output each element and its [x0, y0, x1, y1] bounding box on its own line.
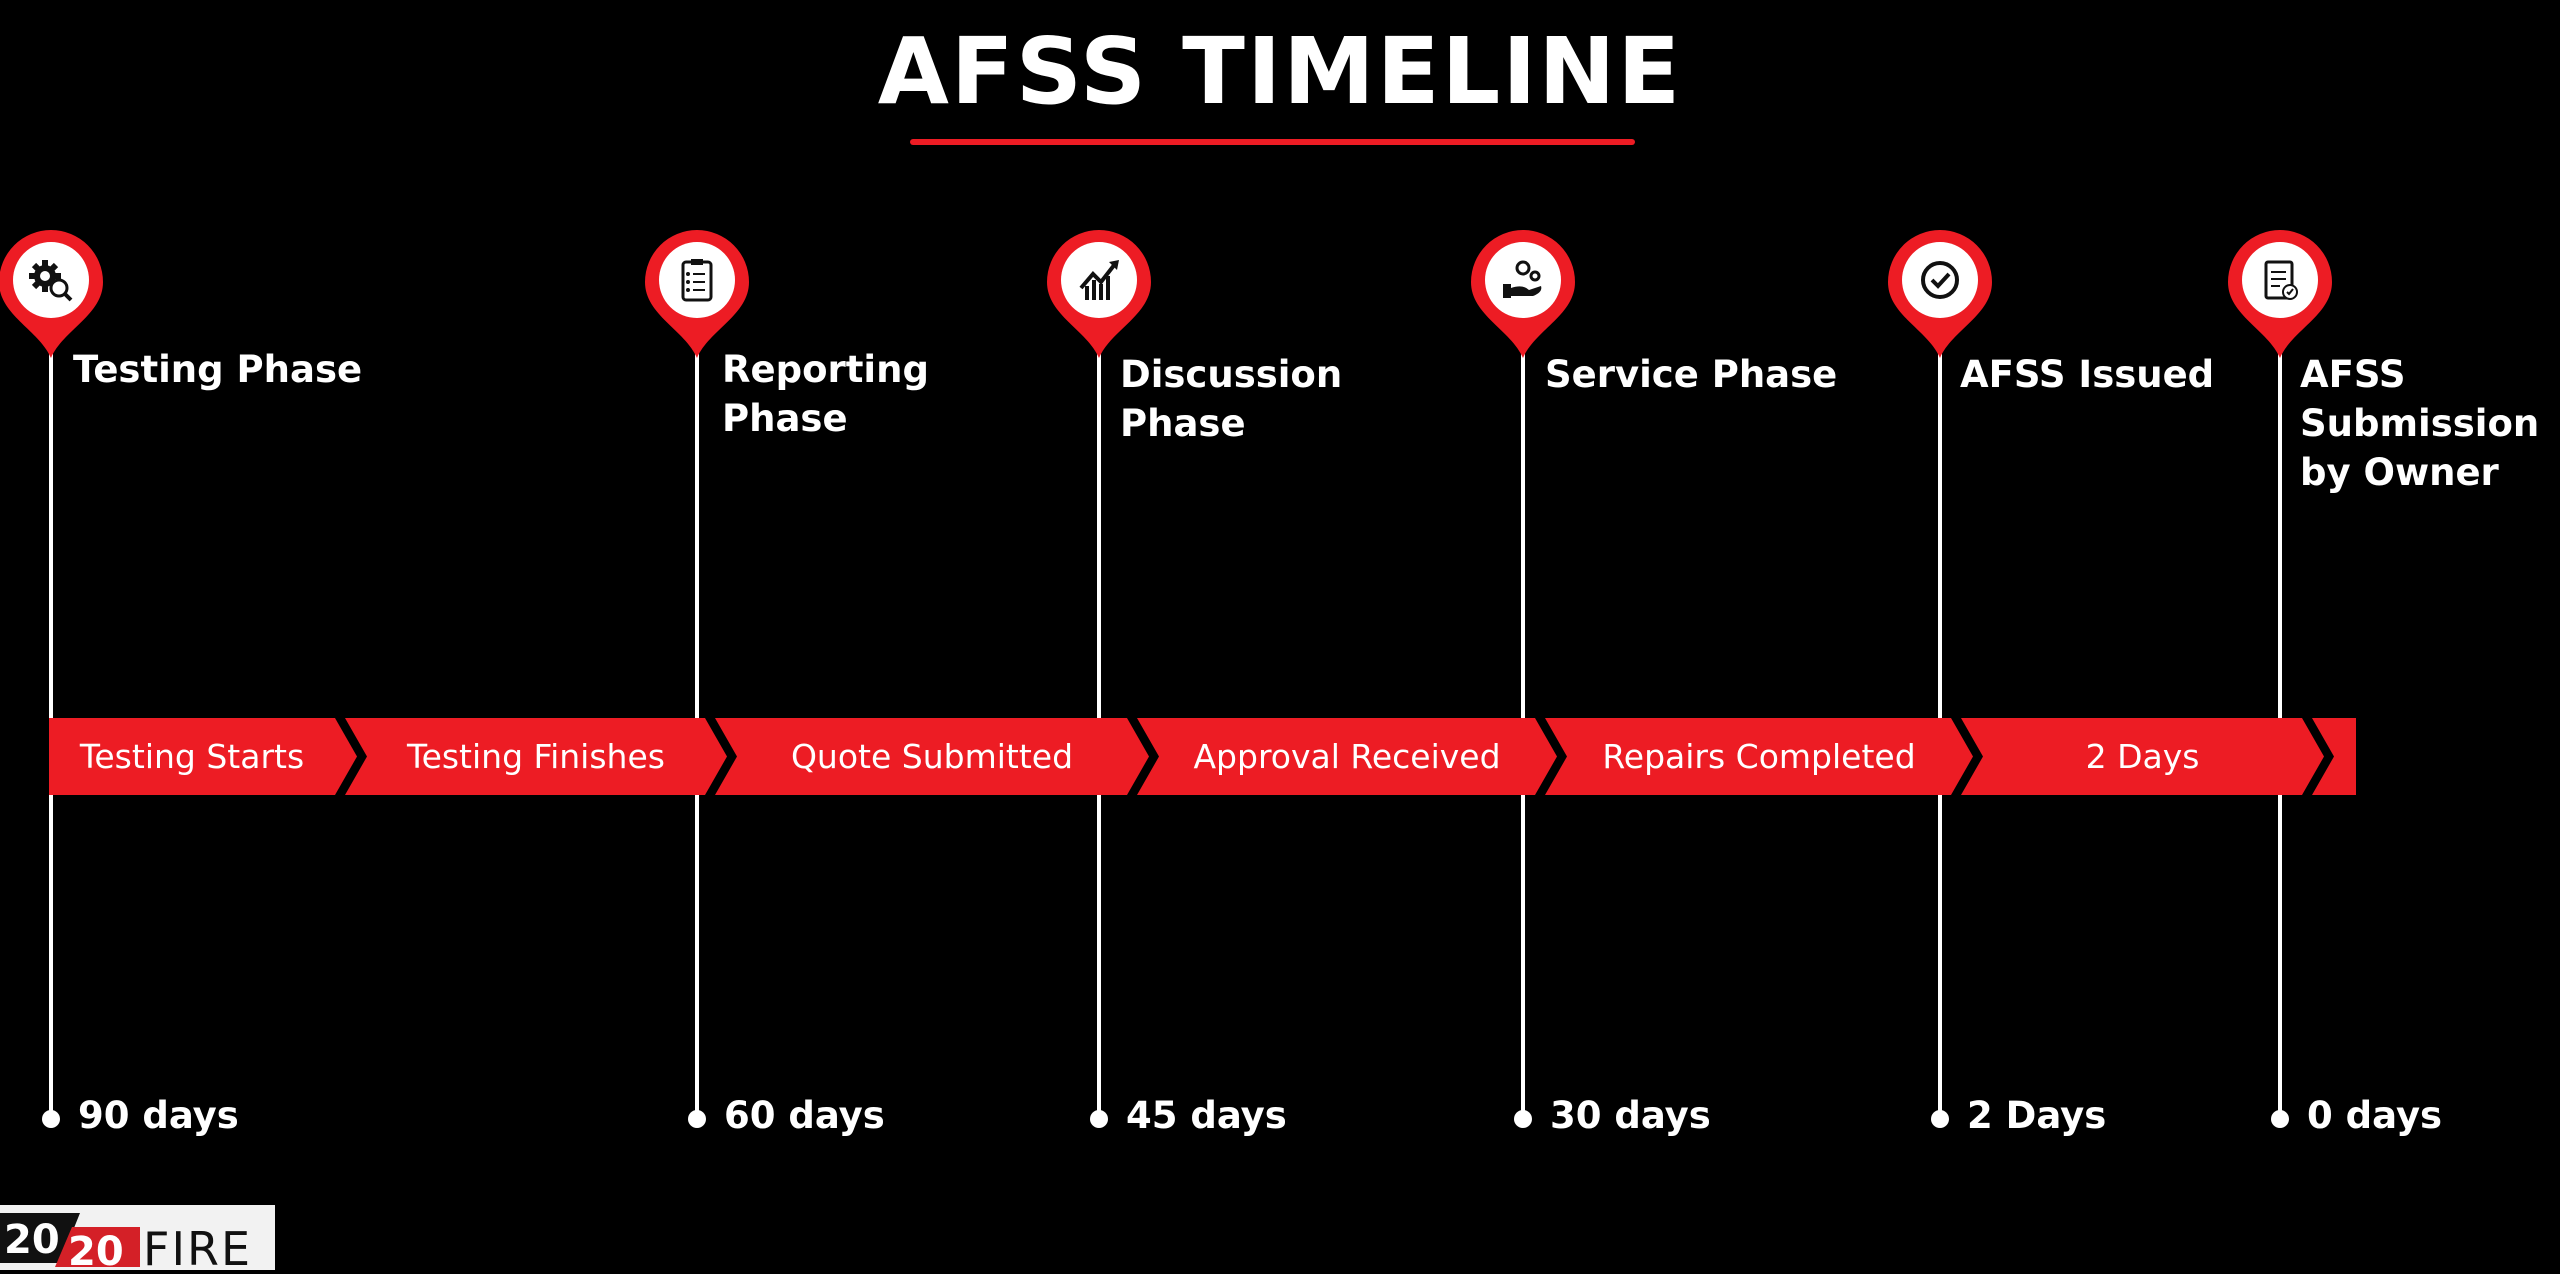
clipboard-checklist-icon — [681, 259, 713, 302]
milestone-label: Discussion Phase — [1120, 353, 1343, 445]
milestone-pin — [1047, 230, 1151, 360]
milestone-pin — [1471, 230, 1575, 360]
timeline-step: Quote Submitted — [715, 718, 1149, 795]
milestone-pin — [2228, 230, 2332, 360]
check-circle-icon — [1921, 261, 1959, 299]
timeline-step: Repairs Completed — [1545, 718, 1973, 795]
milestone-pin — [645, 230, 749, 360]
milestone-dot — [688, 1110, 706, 1128]
timeline-step: Testing Finishes — [345, 718, 727, 795]
milestone-days: 60 days — [724, 1094, 885, 1137]
timeline-step: 2 Days — [1961, 718, 2324, 795]
milestone-label: AFSS Issued — [1960, 353, 2215, 396]
milestone-dot — [1090, 1110, 1108, 1128]
milestone-dot — [42, 1110, 60, 1128]
growth-chart-icon — [1079, 260, 1119, 300]
milestone-dot — [1514, 1110, 1532, 1128]
milestone-label: Reporting Phase — [722, 348, 929, 440]
timeline-step: Approval Received — [1137, 718, 1557, 795]
logo-2020fire: 20 20 FIRE — [0, 1205, 275, 1274]
title-underline — [910, 139, 1635, 145]
gear-search-icon — [29, 260, 73, 302]
milestone-days: 30 days — [1550, 1094, 1711, 1137]
page-title: AFSS TIMELINE — [877, 18, 1683, 125]
svg-text:20: 20 — [68, 1229, 124, 1270]
svg-text:FIRE: FIRE — [143, 1222, 252, 1270]
milestone-dot — [2271, 1110, 2289, 1128]
milestone-days: 2 Days — [1967, 1094, 2107, 1137]
milestone-days: 0 days — [2307, 1094, 2443, 1137]
milestone-dot — [1931, 1110, 1949, 1128]
timeline-step: Testing Starts — [49, 718, 357, 795]
milestone-label: AFSS Submission by Owner — [2300, 353, 2540, 494]
milestone-pin — [0, 230, 103, 360]
milestone-days: 45 days — [1126, 1094, 1287, 1137]
document-check-icon — [2264, 260, 2298, 300]
hand-gears-icon — [1503, 260, 1542, 298]
svg-text:20: 20 — [4, 1217, 60, 1263]
milestone-days: 90 days — [78, 1094, 239, 1137]
milestone-label: Service Phase — [1545, 353, 1838, 396]
milestone-pin — [1888, 230, 1992, 360]
milestone-label: Testing Phase — [73, 348, 363, 391]
